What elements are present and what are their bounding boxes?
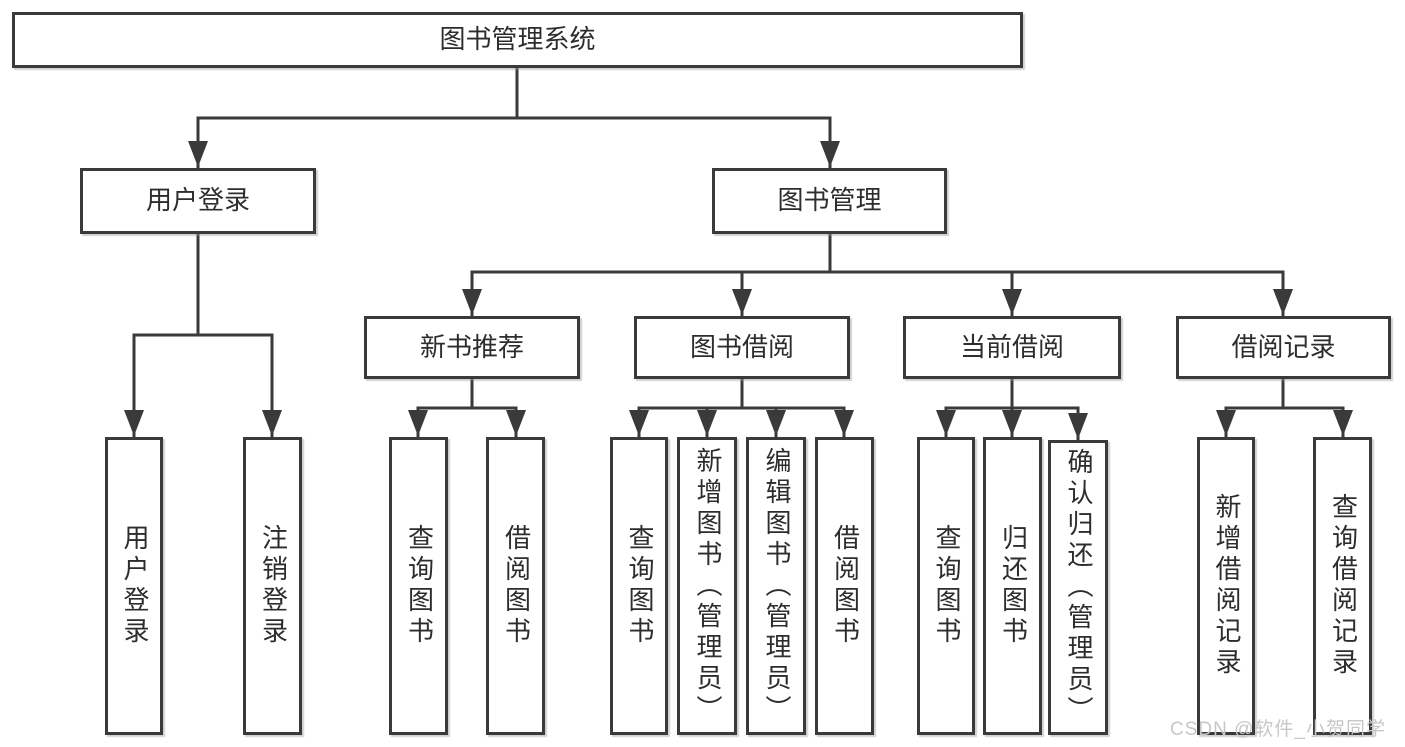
node-nb-query-books: 查询图书: [389, 437, 448, 735]
csdn-watermark: CSDN @软件_小贺同学: [1170, 719, 1386, 740]
node-cb-confirm-return-admin: 确认归还（管理员）: [1048, 440, 1108, 735]
node-book-borrowing: 图书借阅: [634, 316, 850, 379]
node-cb-return-books: 归还图书: [983, 437, 1042, 735]
node-current-borrowing: 当前借阅: [903, 316, 1121, 379]
node-library-management-system: 图书管理系统: [12, 12, 1023, 68]
node-cb-query-books: 查询图书: [917, 437, 975, 735]
node-nb-borrow-books: 借阅图书: [486, 437, 545, 735]
node-br-query-record: 查询借阅记录: [1313, 437, 1372, 735]
node-leaf-user-login: 用户登录: [105, 437, 163, 735]
node-bb-edit-books-admin: 编辑图书（管理员）: [746, 437, 806, 735]
node-leaf-logout: 注销登录: [243, 437, 302, 735]
node-bb-add-books-admin: 新增图书（管理员）: [677, 437, 737, 735]
node-new-book-recommendation: 新书推荐: [364, 316, 580, 379]
node-bb-query-books: 查询图书: [610, 437, 668, 735]
node-bb-borrow-books: 借阅图书: [815, 437, 874, 735]
node-user-login: 用户登录: [80, 168, 316, 234]
node-br-add-record: 新增借阅记录: [1197, 437, 1255, 735]
node-borrowing-records: 借阅记录: [1176, 316, 1391, 379]
node-book-management: 图书管理: [712, 168, 947, 234]
